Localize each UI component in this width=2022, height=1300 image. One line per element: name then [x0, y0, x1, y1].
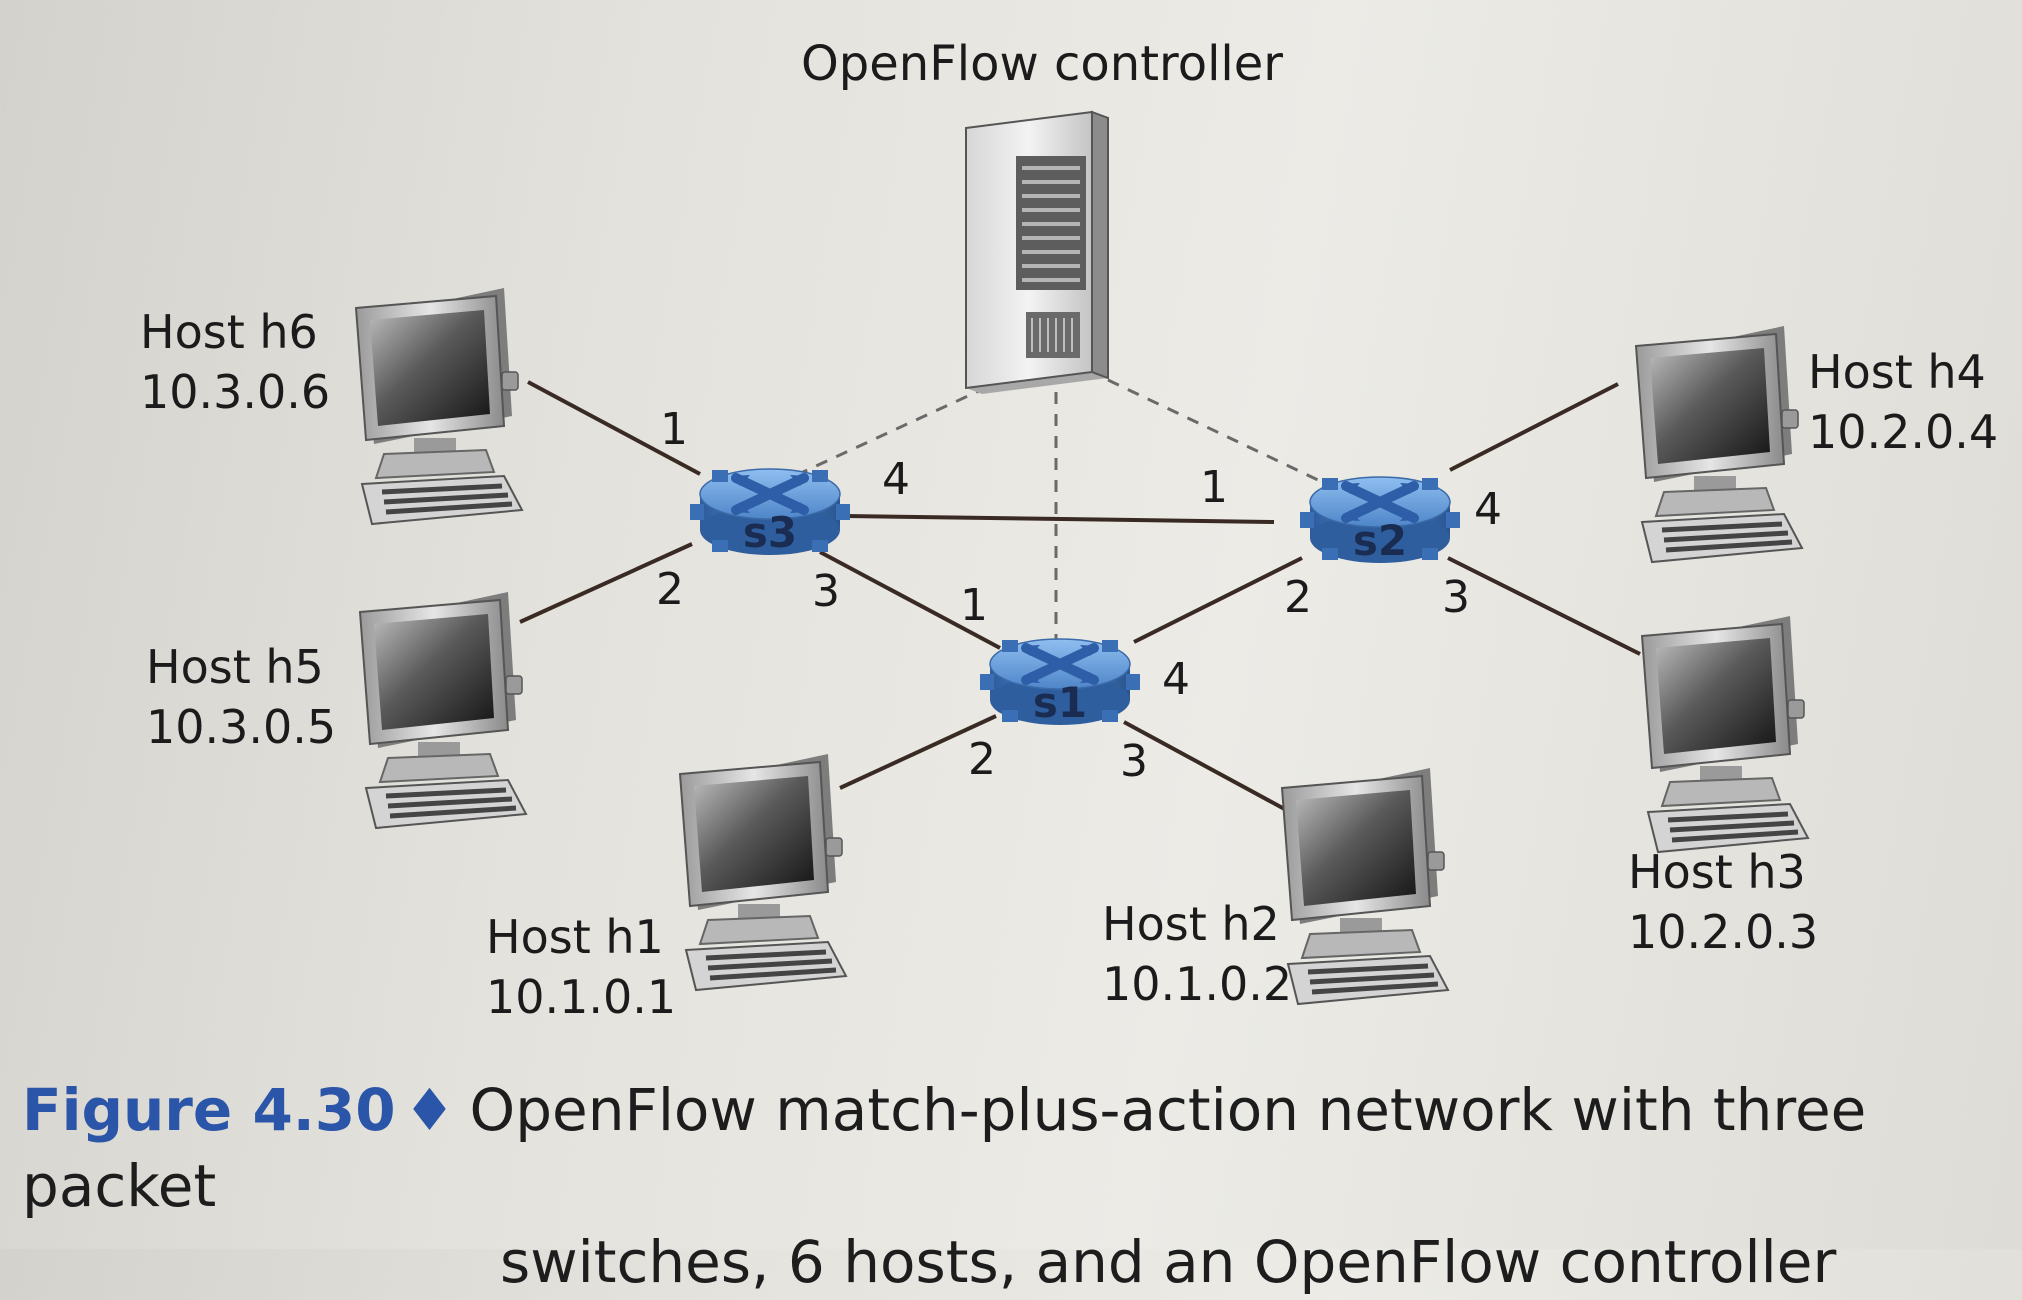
host-h1-computer — [680, 754, 846, 990]
s3-port-3: 3 — [812, 566, 840, 617]
host-h6-name: Host h6 — [140, 305, 318, 359]
host-h5-computer — [360, 592, 526, 828]
host-h6-ip: 10.3.0.6 — [140, 365, 330, 419]
openflow-controller-server — [965, 110, 1109, 394]
s3-port-2: 2 — [656, 564, 684, 615]
link-h5-s3 — [519, 542, 693, 624]
caption-line-1: OpenFlow match-plus-action network with … — [22, 1076, 1867, 1220]
link-s2-h4 — [1449, 382, 1619, 472]
s1-port-1: 1 — [960, 580, 988, 631]
host-h2-ip: 10.1.0.2 — [1102, 957, 1292, 1011]
data-links — [519, 380, 1641, 814]
host-h5-ip: 10.3.0.5 — [146, 700, 336, 754]
host-h4-computer — [1636, 326, 1802, 562]
s2-port-3: 3 — [1442, 572, 1470, 623]
link-h6-s3 — [527, 380, 701, 476]
host-h2-name: Host h2 — [1102, 897, 1280, 951]
s2-port-1: 1 — [1200, 462, 1228, 513]
link-s1-s2 — [1133, 556, 1303, 644]
s1-port-2: 2 — [968, 734, 996, 785]
s2-port-2: 2 — [1284, 572, 1312, 623]
host-h4-name: Host h4 — [1808, 345, 1986, 399]
caption-diamond-icon: ♦ — [403, 1076, 456, 1144]
switch-s3-label: s3 — [743, 508, 797, 557]
link-s2-h3 — [1447, 556, 1641, 656]
host-h3-name: Host h3 — [1628, 845, 1806, 899]
host-h6-computer — [356, 288, 522, 524]
host-h1-name: Host h1 — [486, 910, 664, 964]
s1-port-4: 4 — [1162, 654, 1190, 705]
figure-number: Figure 4.30 — [22, 1076, 396, 1144]
s2-port-4: 4 — [1474, 484, 1502, 535]
control-link-s2 — [1107, 378, 1319, 482]
host-h2-computer — [1282, 768, 1448, 1004]
link-s3-s2 — [845, 514, 1275, 524]
s1-port-3: 3 — [1120, 736, 1148, 787]
link-s1-h2 — [1123, 720, 1291, 814]
control-link-s3 — [789, 376, 1008, 480]
host-h3-computer — [1642, 616, 1808, 852]
host-h5-name: Host h5 — [146, 640, 324, 694]
switch-s1-label: s1 — [1033, 678, 1087, 727]
host-h3-ip: 10.2.0.3 — [1628, 905, 1818, 959]
link-s3-s1 — [819, 550, 1001, 650]
figure-caption: Figure 4.30♦OpenFlow match-plus-action n… — [22, 1072, 2002, 1300]
s3-port-4: 4 — [882, 454, 910, 505]
switch-s2-label: s2 — [1353, 516, 1407, 565]
network-diagram: s3 s2 s1 OpenFlow controller Host h6 10.… — [140, 36, 1998, 1024]
caption-line-2: switches, 6 hosts, and an OpenFlow contr… — [500, 1228, 1837, 1296]
link-s1-h1 — [839, 714, 997, 790]
host-h1-ip: 10.1.0.1 — [486, 970, 676, 1024]
host-h4-ip: 10.2.0.4 — [1808, 405, 1998, 459]
s3-port-1: 1 — [660, 404, 688, 455]
controller-label: OpenFlow controller — [801, 36, 1283, 92]
